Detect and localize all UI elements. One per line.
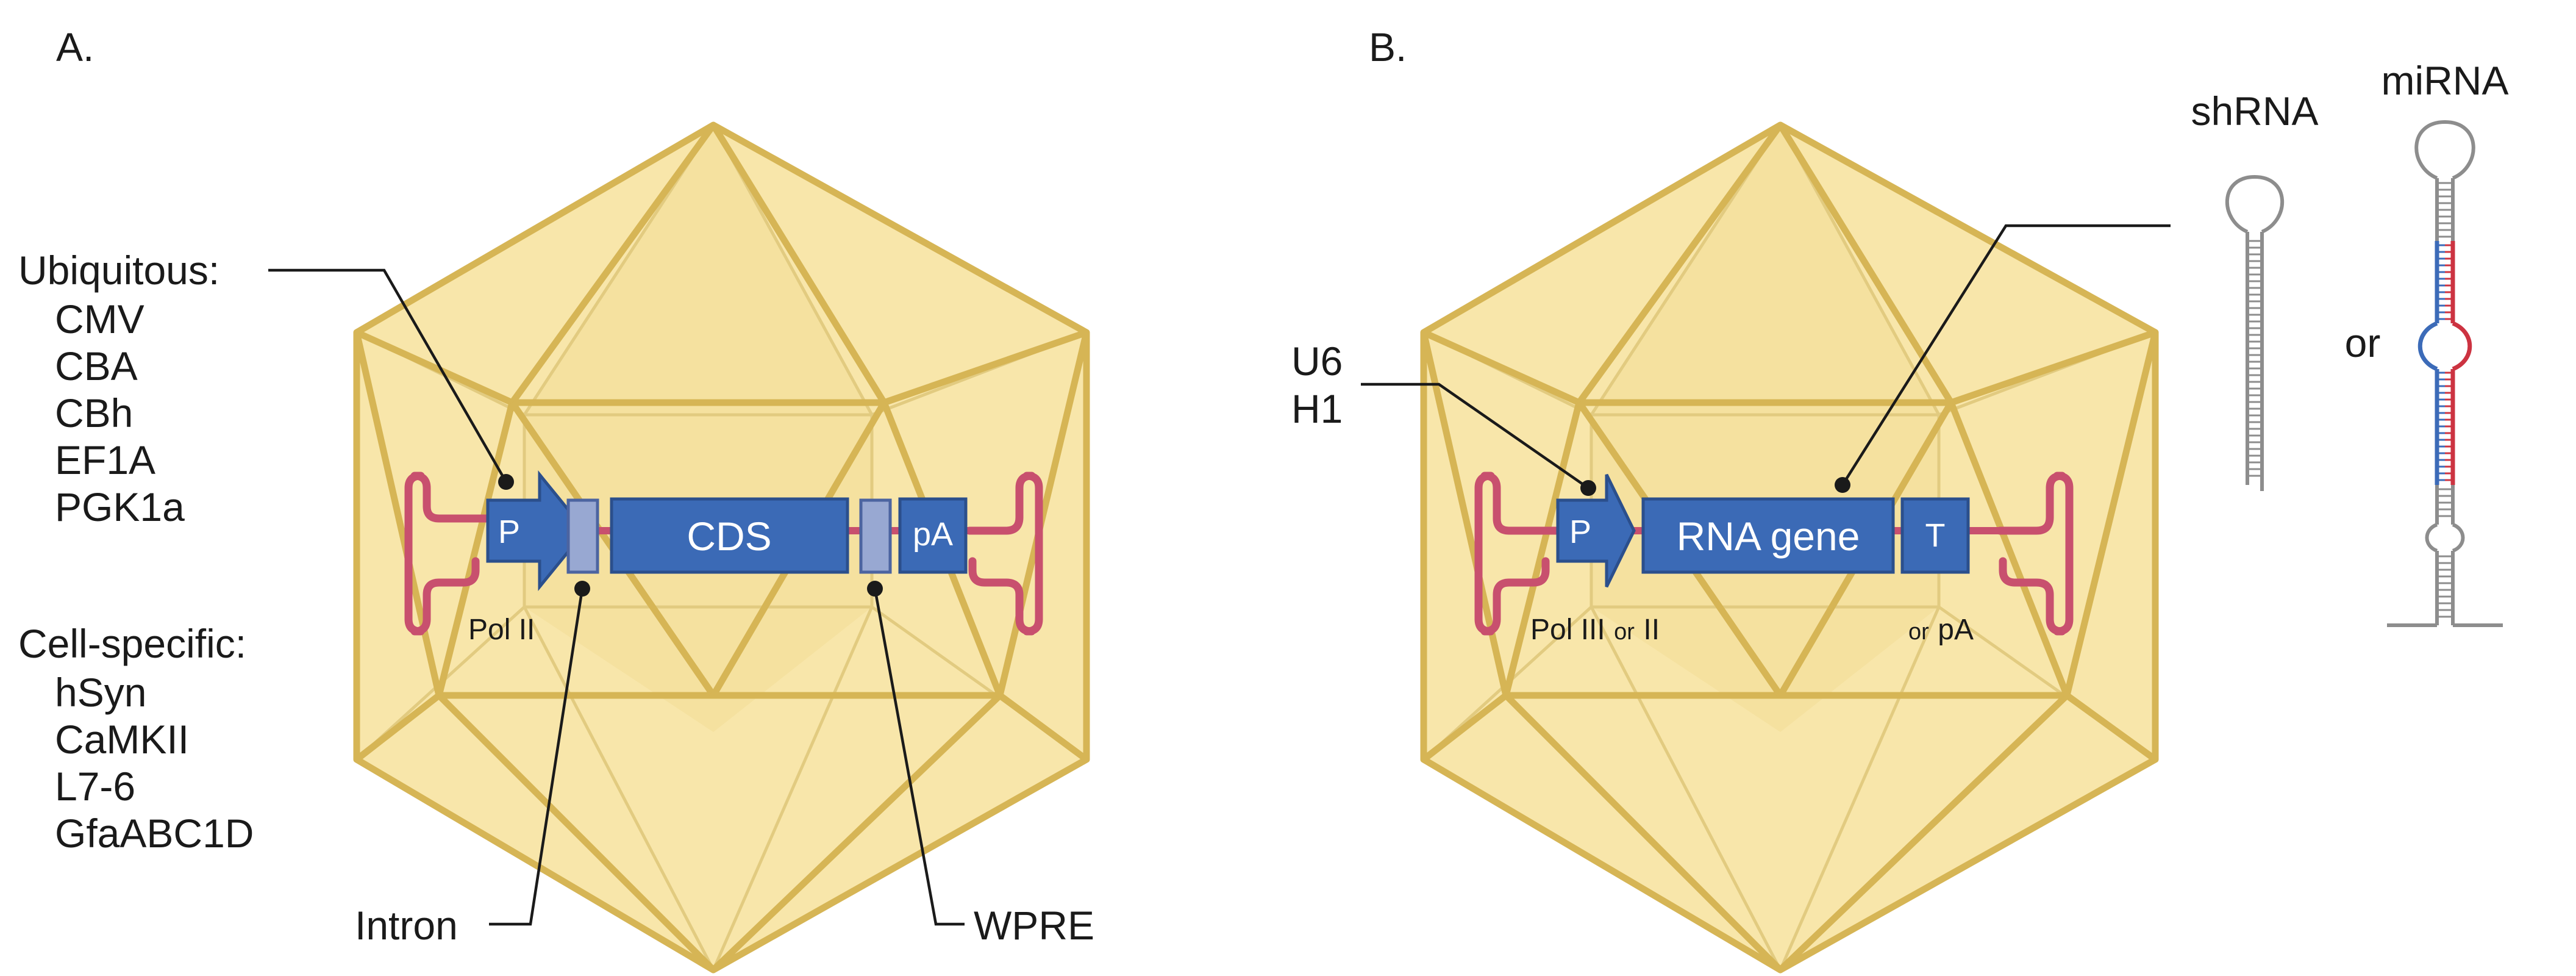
promoter-a-label: P <box>498 514 520 550</box>
promoter-arrow-a: P <box>486 470 588 592</box>
itr-right-a-icon <box>965 472 1043 636</box>
pol-iii-label: Pol III or II <box>1530 614 1660 646</box>
cell-specific-promoter-list: Cell-specific: hSyn CaMKII L7-6 GfaABC1D <box>18 621 254 856</box>
shrna-hairpin-icon <box>2225 174 2284 491</box>
promoter-item: hSyn <box>55 670 146 715</box>
wpre-box <box>859 498 892 574</box>
pa-a-label: pA <box>913 516 953 553</box>
wpre-label: WPRE <box>974 903 1094 948</box>
panel-a: A. <box>18 24 1094 974</box>
promoter-arrow-b: P <box>1556 473 1636 588</box>
leader-dot <box>867 581 883 597</box>
ubiquitous-heading: Ubiquitous: <box>18 248 219 293</box>
leader-dot <box>574 581 590 597</box>
pa-box-a: pA <box>898 497 968 574</box>
promoter-item: CaMKII <box>55 717 189 762</box>
promoter-item: PGK1a <box>55 484 185 529</box>
ubiquitous-promoter-list: Ubiquitous: CMV CBA CBh EF1A PGK1a <box>18 248 219 529</box>
leader-wpre <box>873 588 965 926</box>
leader-dot <box>1580 480 1596 496</box>
leader-dot <box>1835 477 1850 493</box>
promoter-item: L7-6 <box>55 764 135 809</box>
mirna-label: miRNA <box>2382 58 2509 103</box>
promoter-u6: U6 <box>1291 339 1343 384</box>
terminator-box: T <box>1900 497 1970 574</box>
intron-box <box>566 498 599 574</box>
leader-rna-gene <box>1841 224 2171 486</box>
mirna-hairpin-icon <box>2387 120 2503 627</box>
cds-label: CDS <box>687 514 771 559</box>
intron-label: Intron <box>355 903 458 948</box>
promoter-h1: H1 <box>1291 386 1343 431</box>
terminator-label: T <box>1925 517 1946 554</box>
panel-b-label: B. <box>1369 24 1407 70</box>
leader-promoter-b <box>1361 382 1589 489</box>
rna-gene-label: RNA gene <box>1677 514 1860 559</box>
promoter-item: CBA <box>55 343 138 389</box>
cell-specific-heading: Cell-specific: <box>18 621 246 666</box>
pol-ii-label: Pol II <box>468 614 535 646</box>
itr-left-a-icon <box>404 472 492 636</box>
leader-promoter-a <box>268 268 507 483</box>
promoter-b-label: P <box>1569 514 1591 550</box>
cds-box: CDS <box>610 497 849 574</box>
rna-gene-box: RNA gene <box>1641 497 1895 574</box>
shrna-label: shRNA <box>2191 88 2318 134</box>
promoter-item: EF1A <box>55 437 155 483</box>
itr-left-b-icon <box>1474 472 1562 636</box>
panel-a-label: A. <box>56 24 94 70</box>
leader-dot <box>498 474 514 490</box>
promoter-item: GfaABC1D <box>55 811 254 856</box>
panel-b: B. <box>1291 24 2509 974</box>
leader-intron <box>489 588 584 926</box>
or-label: or <box>2345 320 2381 365</box>
term-alt-label: or pA <box>1908 614 1974 646</box>
promoter-item: CBh <box>55 390 133 436</box>
itr-right-b-icon <box>1996 472 2074 636</box>
promoter-item: CMV <box>55 296 144 342</box>
